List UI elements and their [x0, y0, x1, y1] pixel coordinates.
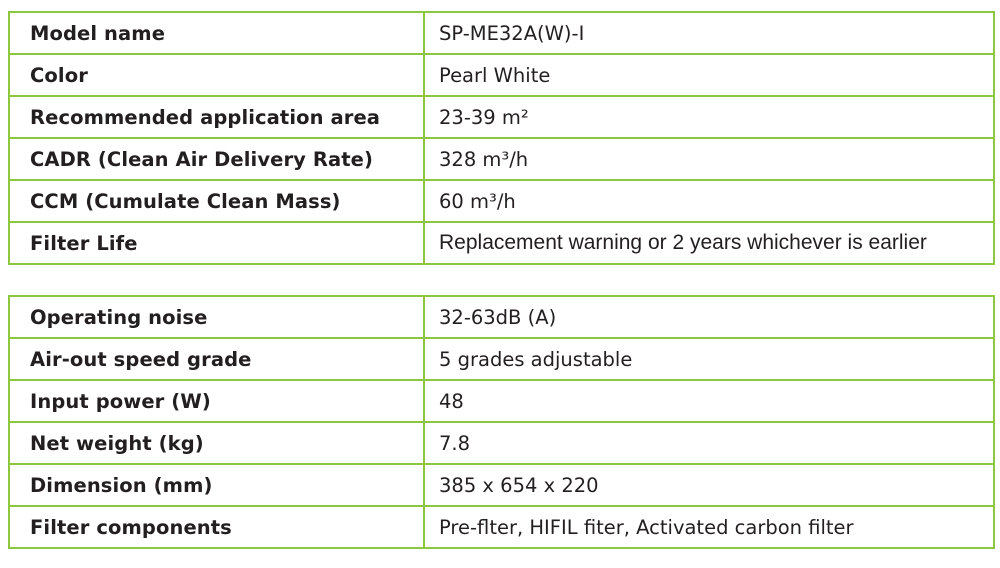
spec-row-operating-noise: Operating noise 32-63dB (A)	[8, 295, 995, 339]
spec-row-net-weight: Net weight (kg) 7.8	[8, 421, 995, 465]
spec-row-color: Color Pearl White	[8, 53, 995, 97]
spec-row-cadr: CADR (Clean Air Delivery Rate) 328 m³/h	[8, 137, 995, 181]
spec-value: Pearl White	[423, 53, 995, 97]
spec-label: CADR (Clean Air Delivery Rate)	[8, 137, 425, 181]
spec-value: 60 m³/h	[423, 179, 995, 223]
spec-value: 32-63dB (A)	[423, 295, 995, 339]
spec-label: Operating noise	[8, 295, 425, 339]
spec-row-application-area: Recommended application area 23-39 m²	[8, 95, 995, 139]
spec-row-filter-components: Filter components Pre-flter, HIFIL fiter…	[8, 505, 995, 549]
spec-table-general: Model name SP-ME32A(W)-I Color Pearl Whi…	[8, 11, 995, 265]
spec-row-input-power: Input power (W) 48	[8, 379, 995, 423]
spec-value: 7.8	[423, 421, 995, 465]
spec-row-filter-life: Filter Life Replacement warning or 2 yea…	[8, 221, 995, 265]
spec-value: 48	[423, 379, 995, 423]
spec-label: Recommended application area	[8, 95, 425, 139]
spec-value: 23-39 m²	[423, 95, 995, 139]
spec-label: CCM (Cumulate Clean Mass)	[8, 179, 425, 223]
spec-value: Replacement warning or 2 years whichever…	[423, 221, 995, 265]
spec-value: 5 grades adjustable	[423, 337, 995, 381]
spec-label: Dimension (mm)	[8, 463, 425, 507]
spec-row-model-name: Model name SP-ME32A(W)-I	[8, 11, 995, 55]
spec-table-performance: Operating noise 32-63dB (A) Air-out spee…	[8, 295, 995, 549]
spec-label: Net weight (kg)	[8, 421, 425, 465]
spec-label: Filter components	[8, 505, 425, 549]
spec-label: Color	[8, 53, 425, 97]
spec-label: Model name	[8, 11, 425, 55]
spec-label: Air-out speed grade	[8, 337, 425, 381]
spec-row-ccm: CCM (Cumulate Clean Mass) 60 m³/h	[8, 179, 995, 223]
spec-label: Filter Life	[8, 221, 425, 265]
spec-row-dimension: Dimension (mm) 385 x 654 x 220	[8, 463, 995, 507]
spec-label: Input power (W)	[8, 379, 425, 423]
spec-value: 328 m³/h	[423, 137, 995, 181]
spec-value: Pre-flter, HIFIL fiter, Activated carbon…	[423, 505, 995, 549]
spec-value: SP-ME32A(W)-I	[423, 11, 995, 55]
spec-value: 385 x 654 x 220	[423, 463, 995, 507]
spec-row-air-out-speed: Air-out speed grade 5 grades adjustable	[8, 337, 995, 381]
